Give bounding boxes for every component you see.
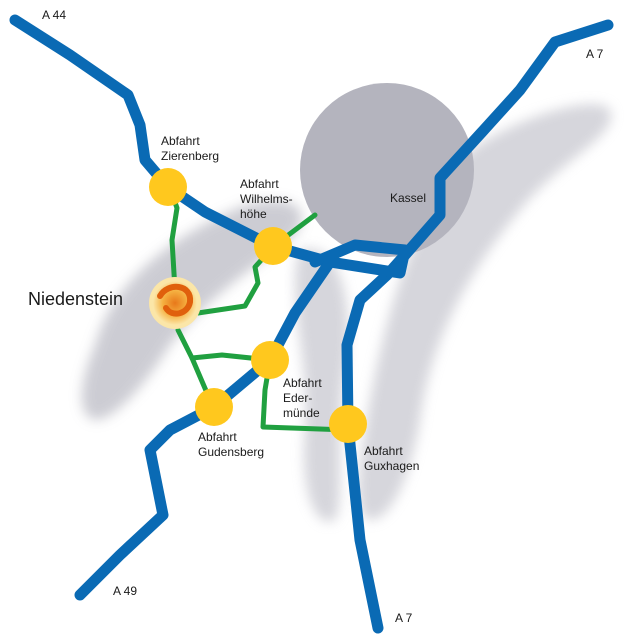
road-label-a7-south: A 7 [395, 611, 413, 625]
exit-marker-edermuende[interactable] [251, 341, 289, 379]
exit-marker-gudensberg[interactable] [195, 388, 233, 426]
exit-label-edermuende: Abfahrt Eder- münde [283, 376, 322, 421]
exit-label-wilhelmshoehe-line1: Abfahrt [240, 177, 279, 191]
exit-label-wilhelmshoehe: Abfahrt Wilhelms- höhe [240, 177, 293, 222]
exit-label-zierenberg: Abfahrt Zierenberg [161, 134, 219, 164]
motorway-a49 [74, 256, 336, 601]
exit-label-zierenberg-line1: Abfahrt [161, 134, 200, 148]
town-marker-swirl [157, 284, 193, 317]
terrain-ridge-central [295, 248, 348, 522]
exit-label-gudensberg-line2: Gudensberg [198, 445, 265, 459]
connector-niedenstein-edermuende [175, 327, 273, 363]
exit-label-edermuende-line1: Abfahrt [283, 376, 322, 390]
exit-markers [149, 168, 367, 443]
exit-label-edermuende-line3: münde [283, 406, 320, 420]
town-label-niedenstein: Niedenstein [28, 289, 124, 309]
city-label-kassel: Kassel [390, 191, 427, 205]
exit-marker-wilhelmshoehe[interactable] [254, 227, 292, 265]
road-label-a44: A 44 [42, 8, 67, 22]
exit-label-wilhelmshoehe-line3: höhe [240, 207, 267, 221]
exit-label-guxhagen-line1: Abfahrt [364, 444, 403, 458]
exit-label-guxhagen: Abfahrt Guxhagen [364, 444, 419, 474]
exit-label-edermuende-line2: Eder- [283, 391, 313, 405]
road-label-a7-north: A 7 [586, 47, 604, 61]
exit-label-zierenberg-line2: Zierenberg [161, 149, 220, 163]
motorway-a44 [9, 14, 336, 268]
road-label-a49: A 49 [113, 584, 138, 598]
exit-marker-zierenberg[interactable] [149, 168, 187, 206]
exit-label-gudensberg: Abfahrt Gudensberg [198, 430, 264, 460]
kassel-city-area [300, 83, 474, 257]
exit-marker-guxhagen[interactable] [329, 405, 367, 443]
motorway-link-kassel [309, 239, 411, 279]
exit-label-wilhelmshoehe-line2: Wilhelms- [240, 192, 293, 206]
terrain-ridge-east [358, 104, 612, 521]
niedenstein-town-marker [149, 277, 201, 329]
exit-label-guxhagen-line2: Guxhagen [364, 459, 420, 473]
exit-label-gudensberg-line1: Abfahrt [198, 430, 237, 444]
